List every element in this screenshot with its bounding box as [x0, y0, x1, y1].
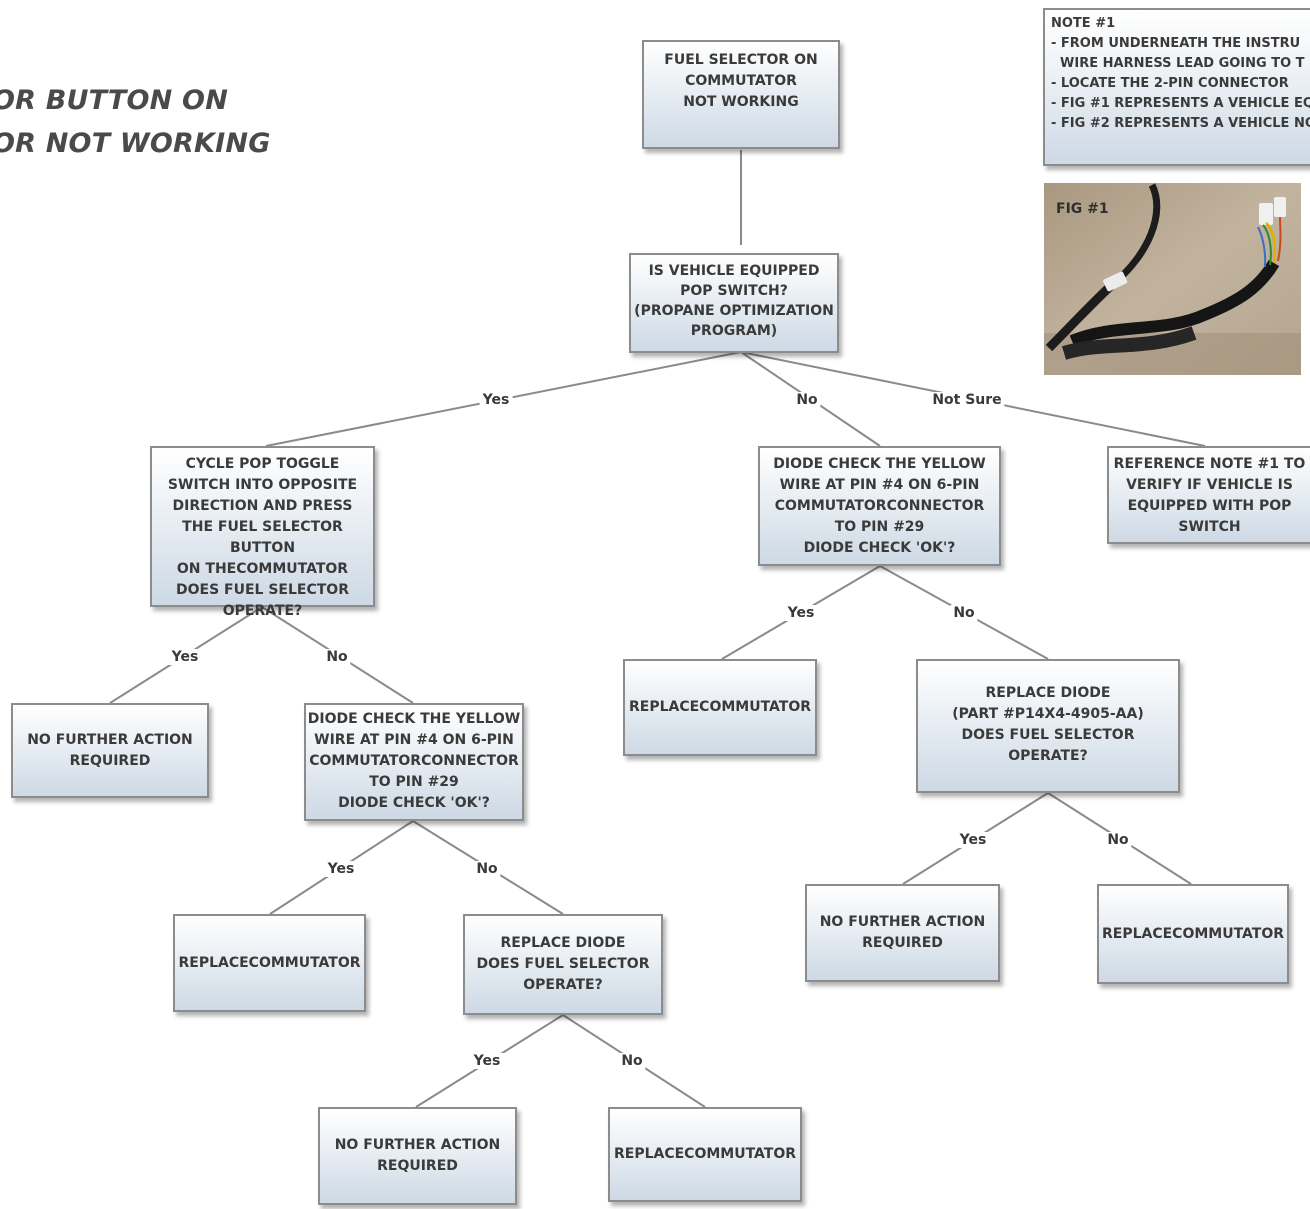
note-line: WIRE HARNESS LEAD GOING TO T — [1051, 56, 1305, 71]
page-title-line-1: OR BUTTON ON — [0, 85, 229, 116]
node-no-further-action-1: NO FURTHER ACTION REQUIRED — [11, 703, 209, 798]
fig-1-photo: FIG #1 — [1044, 183, 1301, 375]
edge-label-pop-yes: Yes — [479, 392, 513, 408]
node-replace-diode-part: REPLACE DIODE (PART #P14X4-4905-AA) DOES… — [916, 659, 1180, 793]
node-diode-check-right: DIODE CHECK THE YELLOW WIRE AT PIN #4 ON… — [758, 446, 1001, 566]
note-line: - FIG #1 REPRESENTS A VEHICLE EQ — [1051, 96, 1310, 111]
edge-label-diode-left-yes: Yes — [324, 861, 358, 877]
edge-label-replace-diode-part-no: No — [1104, 832, 1132, 848]
edge-label-diode-right-no: No — [950, 605, 978, 621]
fig-label: FIG #1 — [1056, 201, 1109, 217]
wire-harness-illustration — [1044, 183, 1301, 375]
edge-label-diode-right-yes: Yes — [784, 605, 818, 621]
edge-label-replace-diode-part-yes: Yes — [956, 832, 990, 848]
edge-label-cycle-yes: Yes — [168, 649, 202, 665]
node-pop-switch-question: IS VEHICLE EQUIPPED POP SWITCH? (PROPANE… — [629, 253, 839, 353]
node-reference-note: REFERENCE NOTE #1 TO VERIFY IF VEHICLE I… — [1107, 446, 1310, 544]
note-line: - FIG #2 REPRESENTS A VEHICLE NO — [1051, 116, 1310, 131]
note-title: NOTE #1 — [1051, 16, 1116, 31]
edge-label-pop-no: No — [793, 392, 821, 408]
note-line: - FROM UNDERNEATH THE INSTRU — [1051, 36, 1301, 51]
node-replace-commutator-3: REPLACECOMMUTATOR — [1097, 884, 1289, 984]
node-replace-commutator-2: REPLACECOMMUTATOR — [173, 914, 366, 1012]
node-cycle-pop-toggle: CYCLE POP TOGGLE SWITCH INTO OPPOSITE DI… — [150, 446, 375, 619]
node-no-further-action-3: NO FURTHER ACTION REQUIRED — [318, 1107, 517, 1205]
node-replace-diode-2: REPLACE DIODE DOES FUEL SELECTOR OPERATE… — [463, 914, 663, 1015]
edge-label-pop-not-sure: Not Sure — [929, 392, 1005, 408]
node-replace-commutator-4: REPLACECOMMUTATOR — [608, 1107, 802, 1202]
node-diode-check-left: DIODE CHECK THE YELLOW WIRE AT PIN #4 ON… — [304, 703, 524, 821]
edge-label-replace-diode-2-no: No — [618, 1053, 646, 1069]
note-line: - LOCATE THE 2-PIN CONNECTOR — [1051, 76, 1289, 91]
edge-label-diode-left-no: No — [473, 861, 501, 877]
node-no-further-action-2: NO FURTHER ACTION REQUIRED — [805, 884, 1000, 982]
node-replace-commutator-1: REPLACECOMMUTATOR — [623, 659, 817, 756]
edge-label-cycle-no: No — [323, 649, 351, 665]
note-box: NOTE #1 - FROM UNDERNEATH THE INSTRU WIR… — [1043, 8, 1310, 166]
node-fuel-selector-not-working: FUEL SELECTOR ON COMMUTATOR NOT WORKING — [642, 40, 840, 149]
edge-label-replace-diode-2-yes: Yes — [470, 1053, 504, 1069]
page-title-line-2: OR NOT WORKING — [0, 128, 271, 159]
